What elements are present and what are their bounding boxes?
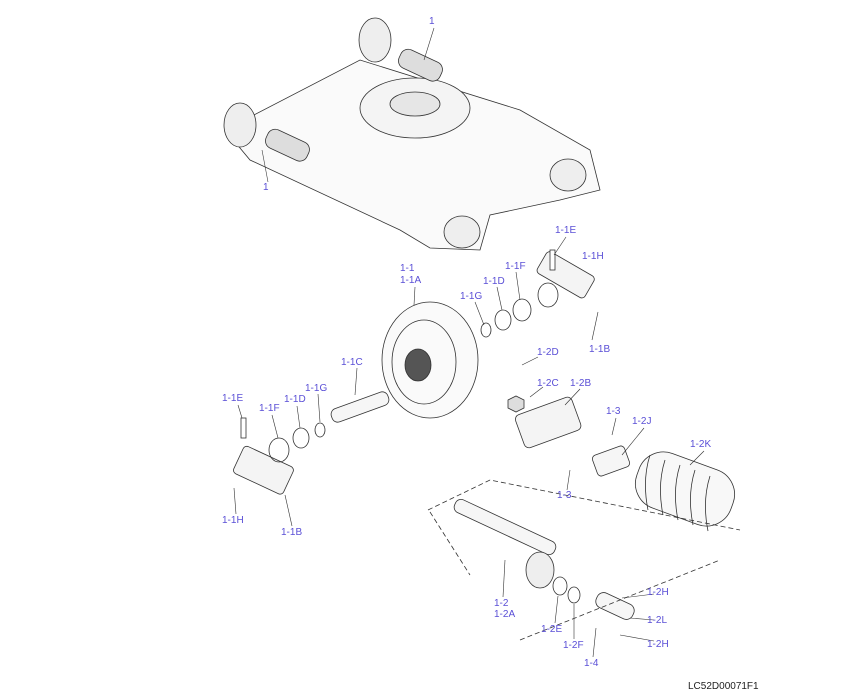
callout-1-2H: 1-2H xyxy=(647,639,669,650)
idler-wheel xyxy=(381,301,479,419)
callout-1-1H: 1-1H xyxy=(582,251,604,262)
callout-1-1B: 1-1B xyxy=(589,344,611,355)
callout-1-1E: 1-1E xyxy=(222,393,244,404)
callout-1-2F: 1-2F xyxy=(563,640,584,651)
callout-1-2D: 1-2D xyxy=(537,347,559,358)
callout-1-2: 1-2 xyxy=(494,598,509,609)
callout-1-1D: 1-1D xyxy=(483,276,505,287)
callout-1-1G: 1-1G xyxy=(460,291,483,302)
spring xyxy=(635,451,735,532)
drawing-code: LC52D00071F1 xyxy=(688,681,759,692)
callout-1: 1 xyxy=(263,182,269,193)
callout-1-2H: 1-2H xyxy=(647,587,669,598)
callout-1-1D: 1-1D xyxy=(284,394,306,405)
callout-1-2K: 1-2K xyxy=(690,439,712,450)
callout-1-1E: 1-1E xyxy=(555,225,577,236)
callout-1-1G: 1-1G xyxy=(305,383,328,394)
callout-1-2J: 1-2J xyxy=(632,416,652,427)
callout-1-1F: 1-1F xyxy=(505,261,526,272)
callout-1-1C: 1-1C xyxy=(341,357,363,368)
callout-1-3: 1-3 xyxy=(557,490,572,501)
callout-1-1B: 1-1B xyxy=(281,527,303,538)
callout-1-2A: 1-2A xyxy=(494,609,516,620)
callout-1-4: 1-4 xyxy=(584,658,599,669)
callout-1-1: 1-1 xyxy=(400,263,415,274)
callout-1-2B: 1-2B xyxy=(570,378,592,389)
parts xyxy=(233,249,741,641)
callout-1-2L: 1-2L xyxy=(647,615,668,626)
track-frame xyxy=(223,17,601,251)
callout-1-1F: 1-1F xyxy=(259,403,280,414)
callout-1-1H: 1-1H xyxy=(222,515,244,526)
callout-1: 1 xyxy=(429,16,435,27)
leader-lines xyxy=(233,27,705,658)
callout-1-3: 1-3 xyxy=(606,406,621,417)
callout-1-2E: 1-2E xyxy=(541,624,563,635)
callout-1-2C: 1-2C xyxy=(537,378,559,389)
callout-1-1A: 1-1A xyxy=(400,275,422,286)
